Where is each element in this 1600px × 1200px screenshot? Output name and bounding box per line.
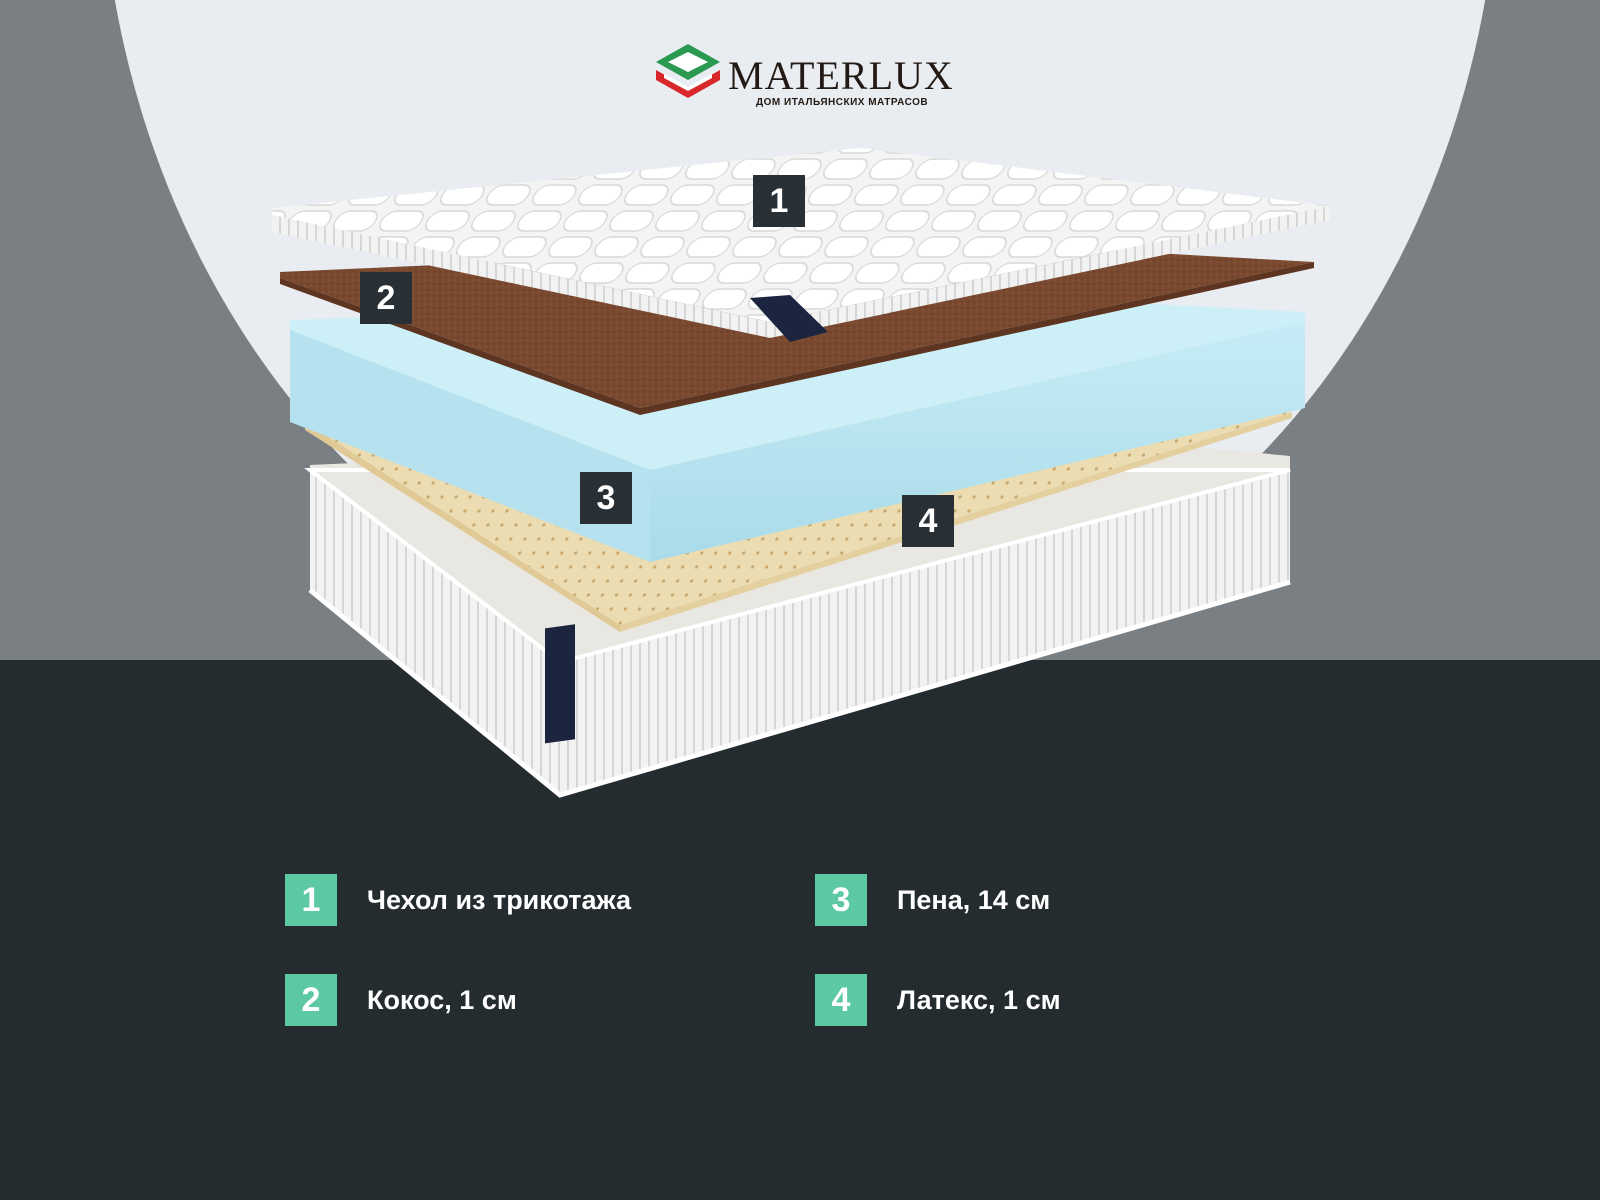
legend-number-3: 3 (815, 874, 867, 926)
legend-number-2: 2 (285, 974, 337, 1026)
legend-label-3: Пена, 14 см (897, 884, 1051, 915)
legend-label-4: Латекс, 1 см (897, 984, 1061, 1015)
layer-marker-1: 1 (753, 175, 805, 227)
legend-label-1: Чехол из трикотажа (367, 884, 631, 915)
brand-name: MATERLUX (728, 53, 954, 98)
layer-marker-2: 2 (360, 272, 412, 324)
legend-item-2: 2 Кокос, 1 см (285, 974, 517, 1026)
legend-number-4: 4 (815, 974, 867, 1026)
legend-item-3: 3 Пена, 14 см (815, 874, 1050, 926)
legend-item-1: 1 Чехол из трикотажа (285, 874, 631, 926)
legend-label-2: Кокос, 1 см (367, 984, 517, 1015)
legend-item-4: 4 Латекс, 1 см (815, 974, 1061, 1026)
top-cover (272, 148, 1330, 342)
brand-tagline: ДОМ ИТАЛЬЯНСКИХ МАТРАСОВ (756, 97, 929, 108)
layer-marker-3: 3 (580, 472, 632, 524)
layer-marker-4: 4 (902, 495, 954, 547)
legend-number-1: 1 (285, 874, 337, 926)
